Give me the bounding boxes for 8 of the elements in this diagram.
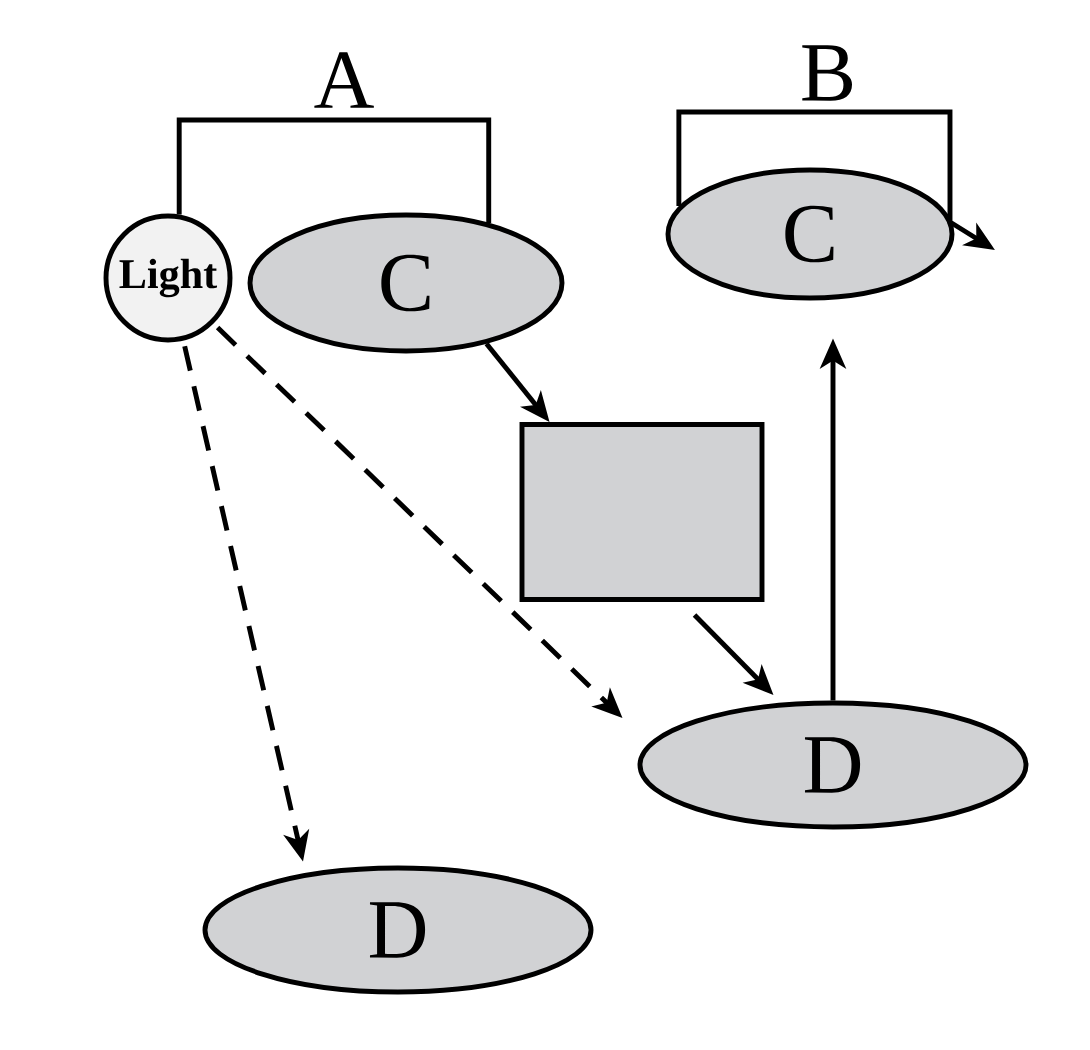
edge-label: A bbox=[314, 52, 374, 108]
process-box bbox=[519, 422, 765, 602]
ellipse-node: C bbox=[665, 167, 955, 301]
ellipse-node: C bbox=[247, 212, 565, 354]
bracket-line bbox=[176, 117, 492, 223]
ellipse-node: D bbox=[637, 700, 1029, 830]
edge-label: B bbox=[802, 45, 852, 101]
ellipse-node: D bbox=[202, 865, 594, 995]
